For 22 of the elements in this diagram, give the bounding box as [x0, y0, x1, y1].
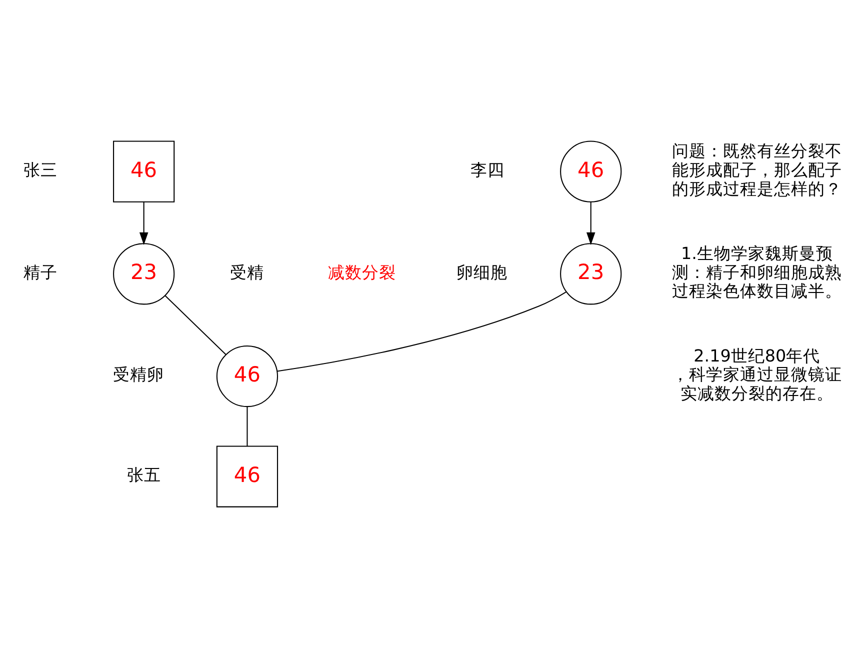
node-label: 张五 [126, 464, 161, 484]
arrow [139, 201, 148, 244]
node-label: 卵细胞 [456, 261, 508, 282]
node-label: 张三 [23, 159, 58, 180]
label: 2.19世纪80年代，科学家通过显微镜证实减数分裂的存在。 [672, 344, 842, 403]
label: 1.生物学家魏斯曼预测：精子和卵细胞成熟过程染色体数目减半。 [672, 242, 842, 300]
node-label: 李四 [470, 159, 504, 180]
label: 减数分裂 [328, 261, 396, 282]
node-box: 46 [216, 445, 278, 507]
node-label: 精子 [23, 261, 58, 282]
node-circle: 23 [113, 242, 175, 304]
node-box: 46 [113, 140, 175, 202]
arrow [586, 201, 596, 244]
node-label: 受精卵 [113, 364, 164, 384]
label: 问题：既然有丝分裂不能形成配子，那么配子的形成过程是怎样的？ [672, 140, 842, 198]
label: 受精 [230, 261, 264, 282]
connector [277, 290, 566, 372]
node-circle: 23 [560, 242, 622, 304]
connector [246, 406, 248, 446]
connector [164, 294, 226, 354]
node-circle: 46 [216, 344, 278, 407]
node-circle: 46 [560, 140, 622, 202]
